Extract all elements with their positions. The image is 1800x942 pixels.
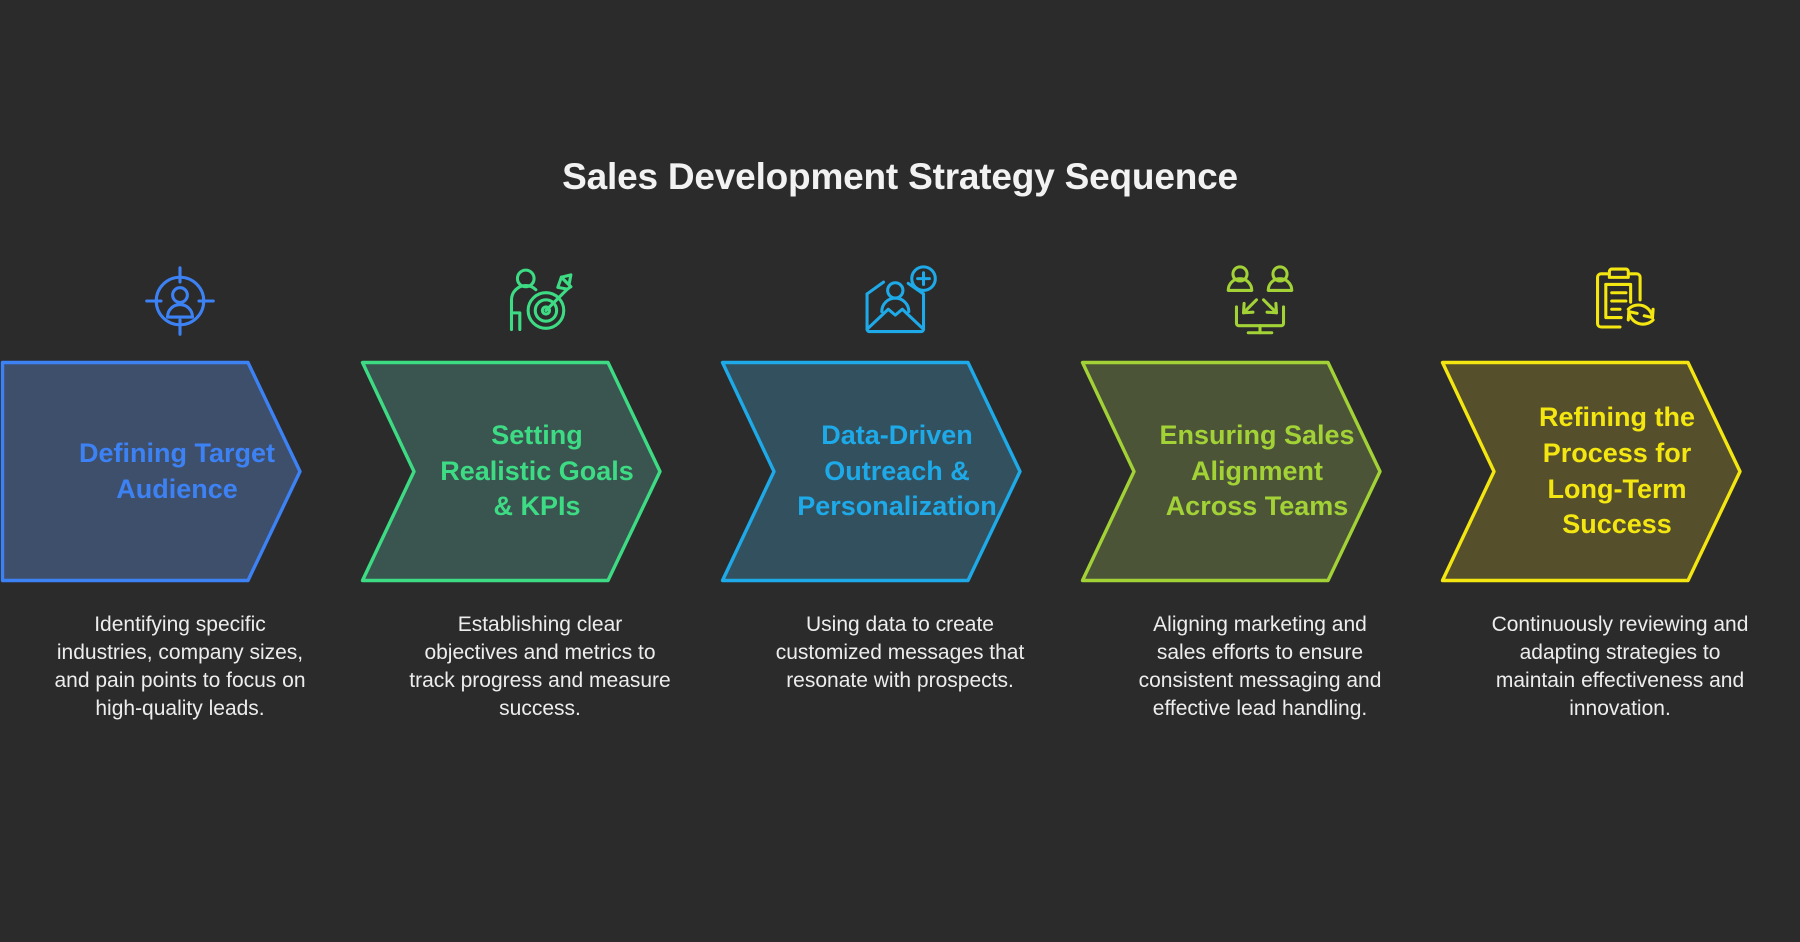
- process-step-1[interactable]: Defining Target Audience Identifying spe…: [0, 258, 360, 723]
- step-description-5: Continuously reviewing and adapting stra…: [1491, 613, 1749, 720]
- chevron-shape-4: [1080, 360, 1382, 583]
- target-audience-icon: [142, 258, 218, 344]
- clipboard-refresh-icon: [1581, 258, 1659, 344]
- step-label-4: Ensuring Sales Alignment Across Teams: [1159, 420, 1355, 522]
- step-description-4: Aligning marketing and sales efforts to …: [1138, 613, 1382, 720]
- chevron-banner-5[interactable]: Refining the Process for Long-Term Succe…: [1440, 360, 1800, 583]
- step-label-5: Refining the Process for Long-Term Succe…: [1539, 402, 1695, 540]
- chevron-shape-3: [720, 360, 1022, 583]
- chevron-banner-4[interactable]: Ensuring Sales Alignment Across Teams: [1080, 360, 1440, 583]
- chevron-banner-2[interactable]: Setting Realistic Goals & KPIs: [360, 360, 720, 583]
- step-label-1: Defining Target Audience: [78, 437, 275, 504]
- process-steps-row: Defining Target Audience Identifying spe…: [0, 258, 1800, 723]
- envelope-person-add-icon: [860, 258, 940, 344]
- chevron-shape-2: [360, 360, 662, 583]
- step-description-2: Establishing clear objectives and metric…: [409, 613, 671, 720]
- step-description-3: Using data to create customized messages…: [775, 613, 1025, 692]
- team-alignment-monitor-icon: [1220, 258, 1300, 344]
- process-step-2[interactable]: Setting Realistic Goals & KPIs Establish…: [360, 258, 720, 723]
- step-label-3: Data-Driven Outreach & Personalization: [797, 420, 997, 522]
- process-step-3[interactable]: Data-Driven Outreach & Personalization U…: [720, 258, 1080, 695]
- goal-target-person-icon: [502, 258, 578, 344]
- process-step-4[interactable]: Ensuring Sales Alignment Across Teams Al…: [1080, 258, 1440, 723]
- chevron-shape-5: [1440, 360, 1742, 583]
- chevron-banner-3[interactable]: Data-Driven Outreach & Personalization: [720, 360, 1080, 583]
- page-title: Sales Development Strategy Sequence: [562, 156, 1238, 197]
- process-step-5[interactable]: Refining the Process for Long-Term Succe…: [1440, 258, 1800, 723]
- step-description-1: Identifying specific industries, company…: [54, 613, 306, 720]
- chevron-banner-1[interactable]: Defining Target Audience: [0, 360, 360, 583]
- step-label-2: Setting Realistic Goals & KPIs: [440, 420, 634, 522]
- chevron-shape-1: [0, 360, 302, 583]
